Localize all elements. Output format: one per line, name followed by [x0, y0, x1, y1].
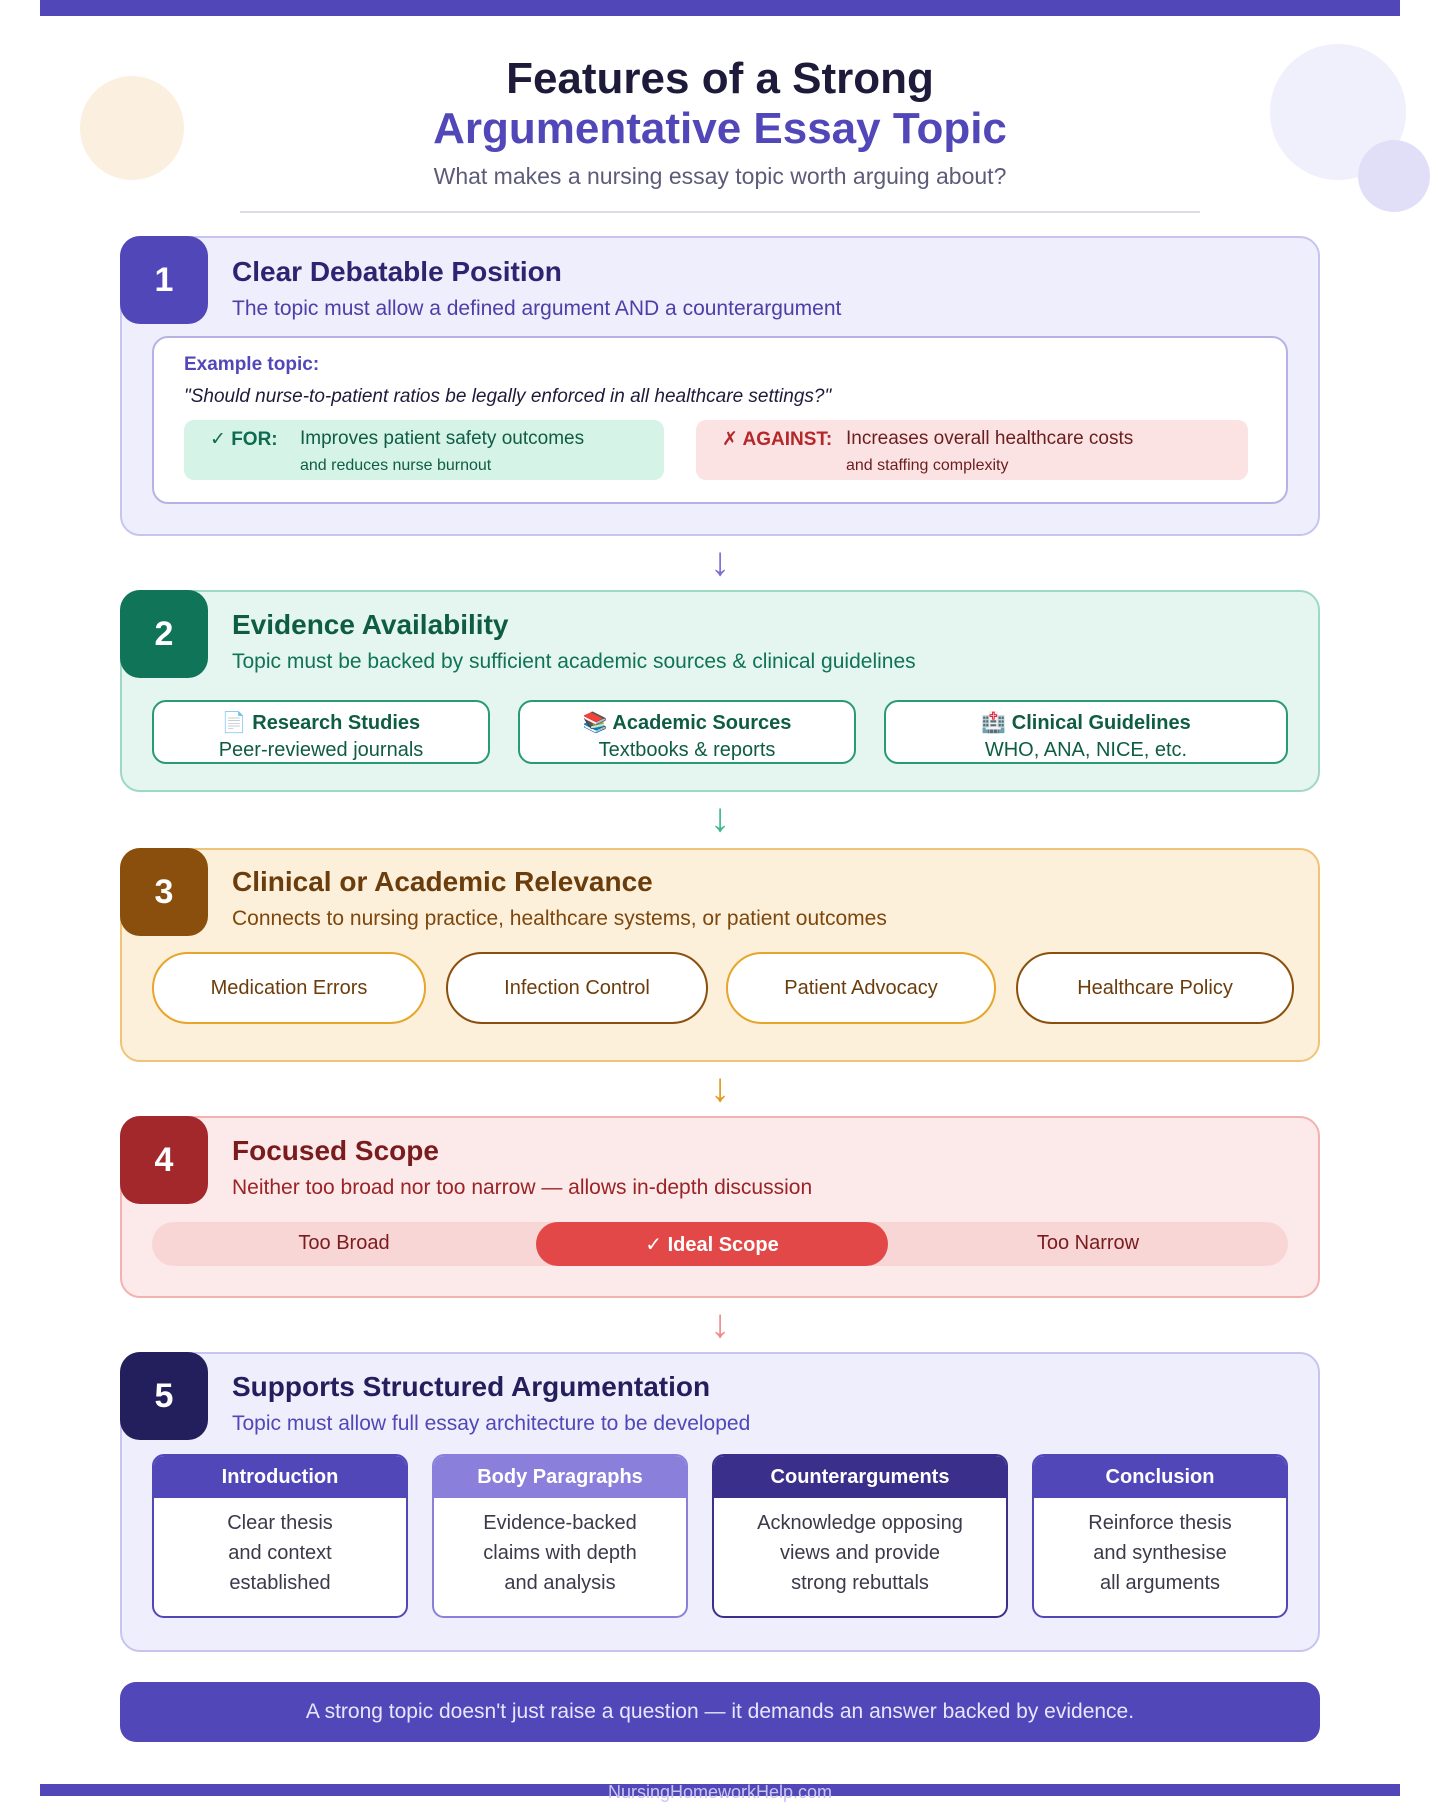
section-title: Conclusion — [1034, 1456, 1286, 1498]
card-focused-scope — [120, 1116, 1320, 1298]
relevance-pill-medication-errors: Medication Errors — [152, 952, 426, 1024]
source-subtitle: WHO, ANA, NICE, etc. — [984, 739, 1188, 761]
arrow-down-icon: ↓ — [710, 1066, 730, 1110]
card-1-title: Clear Debatable Position — [232, 256, 562, 287]
arrow-down-icon: ↓ — [710, 1302, 730, 1346]
against-text-line2: and staffing complexity — [846, 457, 1009, 474]
decor-circle-lavender-small — [1358, 140, 1430, 212]
source-subtitle: Peer-reviewed journals — [218, 739, 424, 761]
page-title-line1: Features of a Strong — [506, 54, 934, 103]
essay-section-conclusion: Conclusion Reinforce thesis and synthesi… — [1032, 1454, 1288, 1618]
section-title: Body Paragraphs — [434, 1456, 686, 1498]
section-body: Acknowledge opposing views and provide s… — [757, 1512, 963, 1594]
card-4-number-badge: 4 — [120, 1116, 208, 1204]
against-label: ✗ AGAINST: — [722, 429, 833, 450]
section-title: Introduction — [154, 1456, 406, 1498]
essay-section-counterarguments: Counterarguments Acknowledge opposing vi… — [712, 1454, 1008, 1618]
source-card-research-studies: 📄 Research Studies Peer-reviewed journal… — [152, 700, 490, 764]
card-4-subtitle: Neither too broad nor too narrow — allow… — [232, 1176, 813, 1199]
arrow-down-icon: ↓ — [710, 540, 730, 584]
card-1-number-badge: 1 — [120, 236, 208, 324]
source-title: Research Studies — [252, 712, 421, 734]
for-text-line1: Improves patient safety outcomes — [300, 428, 585, 449]
card-3-subtitle: Connects to nursing practice, healthcare… — [232, 907, 887, 930]
section-title: Counterarguments — [714, 1456, 1006, 1498]
watermark: NursingHomeworkHelp.com — [607, 1782, 833, 1802]
relevance-pill-patient-advocacy: Patient Advocacy — [726, 952, 996, 1024]
header-divider — [240, 211, 1200, 213]
card-5-number-badge: 5 — [120, 1352, 208, 1440]
section-body: Clear thesis and context established — [227, 1512, 333, 1594]
for-argument-box — [184, 420, 664, 480]
card-3-number-badge: 3 — [120, 848, 208, 936]
hospital-icon: 🏥 — [981, 712, 1007, 734]
card-2-number-badge: 2 — [120, 590, 208, 678]
bottom-bar — [40, 1784, 1400, 1796]
section-body: Reinforce thesis and synthesise all argu… — [1088, 1512, 1232, 1594]
books-icon: 📚 — [582, 712, 608, 734]
top-bar — [40, 0, 1400, 16]
page-title-line2: Argumentative Essay Topic — [433, 104, 1007, 153]
card-1-subtitle: The topic must allow a defined argument … — [232, 297, 842, 320]
scope-ideal: ✓ Ideal Scope — [536, 1222, 888, 1266]
card-5-title: Supports Structured Argumentation — [232, 1371, 711, 1402]
document-icon: 📄 — [221, 712, 247, 734]
essay-section-introduction: Introduction Clear thesis and context es… — [152, 1454, 408, 1618]
scope-too-broad: Too Broad — [298, 1232, 390, 1254]
footer-banner: A strong topic doesn't just raise a ques… — [120, 1682, 1320, 1742]
source-title: Academic Sources — [612, 712, 792, 734]
example-topic-label: Example topic: — [184, 354, 320, 375]
relevance-pill-healthcare-policy: Healthcare Policy — [1016, 952, 1294, 1024]
against-argument-box — [696, 420, 1248, 480]
essay-section-body-paragraphs: Body Paragraphs Evidence-backed claims w… — [432, 1454, 688, 1618]
source-title: Clinical Guidelines — [1011, 712, 1191, 734]
section-body: Evidence-backed claims with depth and an… — [483, 1512, 637, 1594]
page-subtitle: What makes a nursing essay topic worth a… — [433, 163, 1007, 189]
card-5-subtitle: Topic must allow full essay architecture… — [232, 1412, 751, 1435]
relevance-pill-infection-control: Infection Control — [446, 952, 708, 1024]
scope-too-narrow: Too Narrow — [1036, 1232, 1140, 1254]
source-card-academic-sources: 📚 Academic Sources Textbooks & reports — [518, 700, 856, 764]
arrow-down-icon: ↓ — [710, 796, 730, 840]
for-label: ✓ FOR: — [210, 429, 278, 450]
against-text-line1: Increases overall healthcare costs — [846, 428, 1134, 449]
source-card-clinical-guidelines: 🏥 Clinical Guidelines WHO, ANA, NICE, et… — [884, 700, 1288, 764]
example-topic-text: "Should nurse-to-patient ratios be legal… — [184, 386, 832, 407]
card-2-title: Evidence Availability — [232, 609, 509, 640]
card-2-subtitle: Topic must be backed by sufficient acade… — [232, 650, 916, 673]
source-subtitle: Textbooks & reports — [598, 739, 776, 761]
for-text-line2: and reduces nurse burnout — [300, 457, 492, 474]
decor-circle-peach — [80, 76, 184, 180]
card-4-title: Focused Scope — [232, 1135, 439, 1166]
card-3-title: Clinical or Academic Relevance — [232, 866, 653, 897]
